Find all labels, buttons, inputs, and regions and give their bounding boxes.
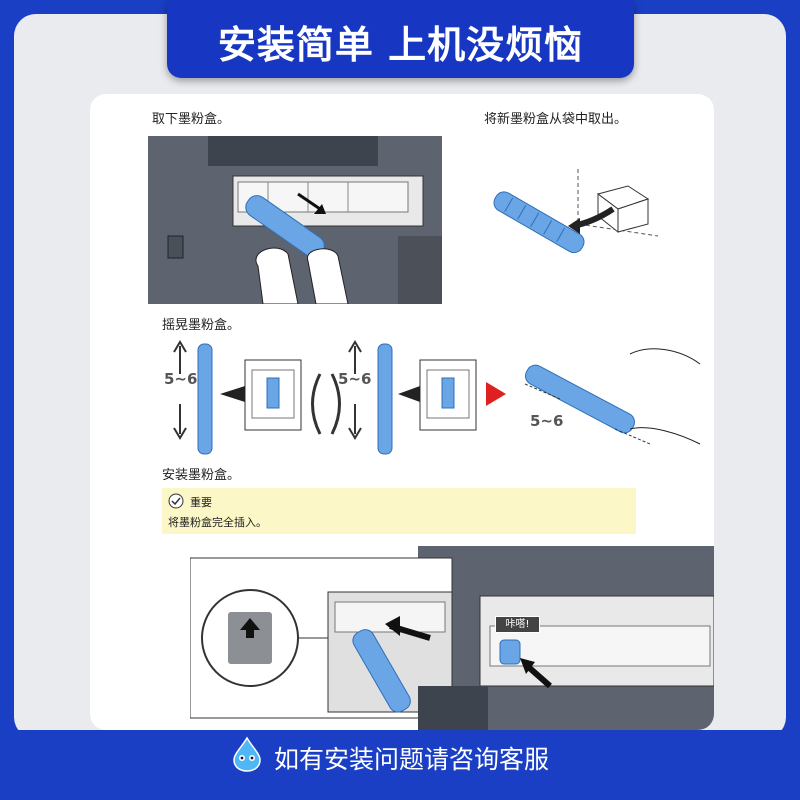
important-note: 重要 将墨粉盒完全插入。 — [162, 488, 636, 534]
unpack-illustration — [493, 169, 659, 254]
note-body: 将墨粉盒完全插入。 — [168, 516, 267, 529]
shake-illustration — [173, 340, 701, 455]
click-sound-label: 咔嗒! — [495, 616, 540, 633]
install-illustration — [190, 546, 714, 730]
check-circle-icon — [168, 493, 184, 509]
header-banner: 安装简单 上机没烦恼 — [167, 0, 634, 78]
note-title: 重要 — [190, 496, 212, 509]
step-remove-label: 取下墨粉盒。 — [152, 112, 231, 127]
footer-support-text: 如有安装问题请咨询客服 — [274, 745, 550, 774]
shake-count-2: 5~6 — [338, 370, 372, 388]
water-drop-mascot-icon — [233, 736, 261, 772]
shake-count-1: 5~6 — [164, 370, 198, 388]
shake-count-3: 5~6 — [530, 412, 564, 430]
step-shake-label: 摇晃墨粉盒。 — [162, 318, 241, 333]
printer-remove-illustration — [148, 136, 442, 304]
instruction-card: 取下墨粉盒。 将新墨粉盒从袋中取出。 — [90, 94, 714, 730]
step-unpack-label: 将新墨粉盒从袋中取出。 — [484, 112, 628, 127]
footer-bar — [0, 730, 800, 800]
step-install-label: 安装墨粉盒。 — [162, 468, 241, 483]
page-title: 安装简单 上机没烦恼 — [217, 23, 584, 67]
